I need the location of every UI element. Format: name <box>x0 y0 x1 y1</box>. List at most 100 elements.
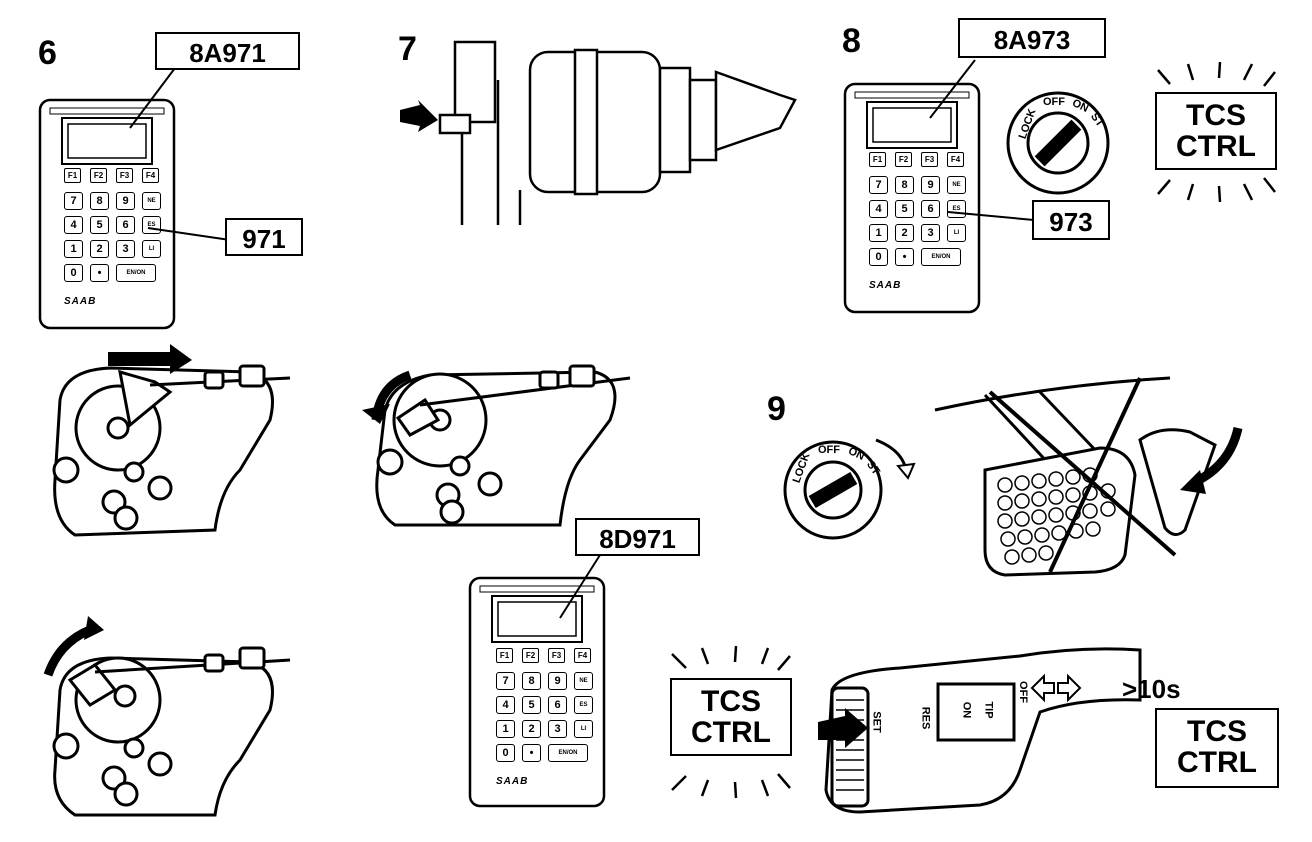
key-4[interactable]: 4 <box>869 200 888 218</box>
step-number-7: 7 <box>398 30 417 68</box>
key-dot[interactable]: • <box>895 248 914 266</box>
key-enon[interactable]: EN/ON <box>548 744 588 762</box>
key-6[interactable]: 6 <box>548 696 567 714</box>
callout-971: 971 <box>225 218 303 256</box>
flash-lines <box>671 645 791 799</box>
key-enon[interactable]: EN/ON <box>921 248 961 266</box>
key-1[interactable]: 1 <box>64 240 83 258</box>
cross-out-mark <box>1048 377 1142 573</box>
tcs-line2: CTRL <box>1177 746 1257 779</box>
key-8[interactable]: 8 <box>522 672 541 690</box>
key-6[interactable]: 6 <box>921 200 940 218</box>
throttle-linkage-c <box>375 364 631 527</box>
ignition-switch-step8 <box>1006 91 1110 195</box>
callout-leader-line <box>929 59 976 119</box>
key-f3[interactable]: F3 <box>548 648 565 663</box>
key-enon[interactable]: EN/ON <box>116 264 156 282</box>
key-f4[interactable]: F4 <box>142 168 159 183</box>
key-ne[interactable]: NE <box>574 672 593 690</box>
key-es[interactable]: ES <box>142 216 161 234</box>
brand-logo: SAAB <box>869 280 902 291</box>
key-9[interactable]: 9 <box>921 176 940 194</box>
press-arrow-icon <box>818 708 868 748</box>
key-1[interactable]: 1 <box>869 224 888 242</box>
key-li[interactable]: LI <box>947 224 966 242</box>
key-4[interactable]: 4 <box>496 696 515 714</box>
key-f3[interactable]: F3 <box>921 152 938 167</box>
ignition-off-label: OFF <box>1043 96 1065 108</box>
callout-8d971: 8D971 <box>575 518 700 556</box>
key-3[interactable]: 3 <box>116 240 135 258</box>
tcs-line1: TCS <box>1187 715 1247 748</box>
stalk-off-label[interactable]: OFF <box>1017 681 1029 703</box>
tcs-ctrl-indicator-final: TCS CTRL <box>1155 708 1279 788</box>
tester-keypad-step8: F1 F2 F3 F4 7 8 9 NE 4 5 6 ES 1 2 3 LI 0… <box>869 152 969 291</box>
brand-logo: SAAB <box>496 776 529 787</box>
callout-8a971: 8A971 <box>155 32 300 70</box>
callout-leader-line <box>129 67 176 129</box>
callout-leader-line <box>559 554 601 619</box>
key-f1[interactable]: F1 <box>64 168 81 183</box>
key-f2[interactable]: F2 <box>522 648 539 663</box>
key-ne[interactable]: NE <box>947 176 966 194</box>
key-f3[interactable]: F3 <box>116 168 133 183</box>
key-2[interactable]: 2 <box>90 240 109 258</box>
key-f1[interactable]: F1 <box>496 648 513 663</box>
key-5[interactable]: 5 <box>90 216 109 234</box>
key-f1[interactable]: F1 <box>869 152 886 167</box>
key-5[interactable]: 5 <box>895 200 914 218</box>
key-f4[interactable]: F4 <box>947 152 964 167</box>
key-0[interactable]: 0 <box>496 744 515 762</box>
key-3[interactable]: 3 <box>921 224 940 242</box>
tester-keypad-step6: F1 F2 F3 F4 7 8 9 NE 4 5 6 ES 1 2 3 LI 0… <box>64 168 164 307</box>
key-2[interactable]: 2 <box>522 720 541 738</box>
key-1[interactable]: 1 <box>496 720 515 738</box>
key-f4[interactable]: F4 <box>574 648 591 663</box>
key-7[interactable]: 7 <box>64 192 83 210</box>
key-3[interactable]: 3 <box>548 720 567 738</box>
duration-label: >10s <box>1122 674 1181 704</box>
callout-8a973: 8A973 <box>958 18 1106 58</box>
key-li[interactable]: LI <box>142 240 161 258</box>
callout-leader-line <box>947 211 1035 221</box>
key-dot[interactable]: • <box>90 264 109 282</box>
stalk-set-label[interactable]: SET <box>870 711 883 733</box>
throttle-linkage-a <box>52 364 291 537</box>
key-8[interactable]: 8 <box>895 176 914 194</box>
key-2[interactable]: 2 <box>895 224 914 242</box>
key-7[interactable]: 7 <box>869 176 888 194</box>
key-0[interactable]: 0 <box>869 248 888 266</box>
push-arrow-icon <box>108 344 192 374</box>
pointer-arrow-icon <box>400 100 438 132</box>
cross-out-mark <box>988 390 1177 557</box>
callout-leader-line <box>147 227 231 241</box>
tcs-line1: TCS <box>701 685 761 718</box>
key-7[interactable]: 7 <box>496 672 515 690</box>
key-9[interactable]: 9 <box>116 192 135 210</box>
key-0[interactable]: 0 <box>64 264 83 282</box>
tcs-line1: TCS <box>1186 99 1246 132</box>
key-es[interactable]: ES <box>574 696 593 714</box>
step-number-6: 6 <box>38 34 57 72</box>
key-4[interactable]: 4 <box>64 216 83 234</box>
stalk-tip-label[interactable]: TIP <box>982 701 995 719</box>
key-5[interactable]: 5 <box>522 696 541 714</box>
tcs-ctrl-indicator-step8: TCS CTRL <box>1155 92 1277 170</box>
key-9[interactable]: 9 <box>548 672 567 690</box>
stalk-on-label[interactable]: ON <box>960 701 973 719</box>
key-dot[interactable]: • <box>522 744 541 762</box>
key-f2[interactable]: F2 <box>895 152 912 167</box>
key-6[interactable]: 6 <box>116 216 135 234</box>
ignition-off-label: OFF <box>818 444 840 456</box>
tester-keypad-8d971: F1 F2 F3 F4 7 8 9 NE 4 5 6 ES 1 2 3 LI 0… <box>496 648 596 787</box>
key-8[interactable]: 8 <box>90 192 109 210</box>
key-f2[interactable]: F2 <box>90 168 107 183</box>
key-li[interactable]: LI <box>574 720 593 738</box>
right-arrow-icon <box>1057 673 1082 703</box>
key-ne[interactable]: NE <box>142 192 161 210</box>
key-es[interactable]: ES <box>947 200 966 218</box>
stalk-res-label[interactable]: RES <box>919 706 932 730</box>
step-number-9: 9 <box>767 390 786 428</box>
left-arrow-icon <box>1030 673 1055 703</box>
